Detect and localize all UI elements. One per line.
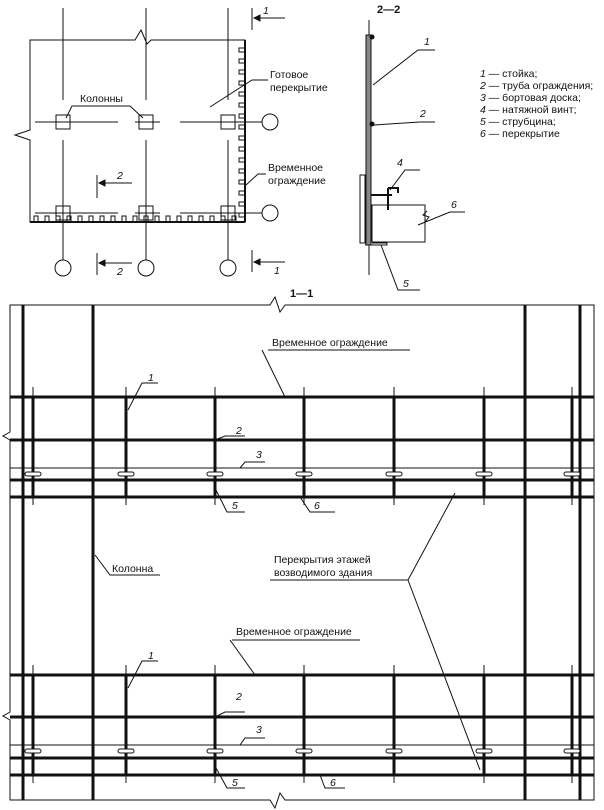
slabs-label: Перекрытия этажей	[274, 554, 371, 566]
legend-item: 6 — перекрытие	[480, 128, 560, 140]
clamp	[117, 471, 135, 477]
temp-fence-label: ограждение	[268, 175, 326, 187]
callout-3: 3	[256, 724, 262, 736]
clamp	[206, 748, 224, 754]
legend-item: 4 — натяжной винт;	[480, 104, 577, 116]
legend: 1 — стойка; 2 — труба ограждения; 3 — бо…	[479, 68, 593, 140]
callout-1: 1	[148, 650, 154, 662]
section-1-label: 1	[263, 5, 269, 17]
slabs-label: возводимого здания	[274, 567, 372, 579]
temp-fence-label: Временное ограждение	[236, 626, 352, 638]
clamp	[24, 748, 42, 754]
fence-post-plan	[187, 215, 193, 223]
fence-post-plan	[238, 179, 246, 185]
callout-5: 5	[232, 500, 238, 512]
clamp	[475, 748, 493, 754]
callout-4: 4	[397, 157, 403, 169]
legend-item: 5 — струбцина;	[480, 116, 556, 128]
fence-post-plan	[176, 215, 182, 223]
fence-post-plan	[238, 69, 246, 75]
callout-6: 6	[451, 199, 457, 211]
callout-2: 2	[235, 425, 242, 437]
fence-post-plan	[238, 201, 246, 207]
fence-post-plan	[198, 215, 204, 223]
fence-post-plan	[110, 215, 116, 223]
fence-post-plan	[238, 124, 246, 130]
clamp	[385, 748, 403, 754]
fence-post-plan	[99, 215, 105, 223]
fence-post-plan	[238, 157, 246, 163]
fence-post-plan	[77, 215, 83, 223]
callout-1: 1	[148, 372, 154, 384]
fence-posts-plan	[33, 47, 246, 223]
section-2-label: 2	[116, 170, 123, 182]
clamp	[206, 471, 224, 477]
fence-post-plan	[121, 215, 127, 223]
callout-6: 6	[330, 777, 336, 789]
ready-slab-label: перекрытие	[270, 82, 328, 94]
fence-post-plan	[238, 80, 246, 86]
clamp	[475, 471, 493, 477]
fence-post-plan	[44, 215, 50, 223]
fence-post-plan	[88, 215, 94, 223]
axis-markers	[54, 113, 279, 277]
ready-slab-label: Готовое	[270, 69, 308, 81]
section-1-1: 1—1 Временное ограждение Временное ограж…	[1, 288, 595, 810]
callout-2: 2	[235, 691, 242, 703]
clamp	[563, 748, 581, 754]
fence-post-plan	[238, 113, 246, 119]
section-2-label: 2	[116, 266, 123, 278]
clamp	[563, 471, 581, 477]
temp-fence-label: Временное ограждение	[272, 337, 388, 349]
slab-outline	[13, 28, 246, 223]
fence-post-plan	[238, 91, 246, 97]
clamp	[295, 748, 313, 754]
slab	[371, 204, 426, 243]
clamp	[117, 748, 135, 754]
fence-post-plan	[66, 215, 72, 223]
section-2-2: 2—2 1 2 4 6 5	[359, 4, 465, 291]
callout-2: 2	[419, 108, 426, 120]
fence-post-plan	[33, 215, 39, 223]
columns-label: Колонны	[80, 93, 123, 105]
fence-post-plan	[154, 215, 160, 223]
post	[365, 34, 372, 246]
callout-1: 1	[424, 36, 430, 48]
fence-post-plan	[238, 146, 246, 152]
legend-item: 2 — труба ограждения;	[479, 80, 593, 92]
legend-item: 3 — бортовая доска;	[480, 92, 581, 104]
section-1-label: 1	[274, 265, 280, 277]
section-markers	[96, 8, 285, 275]
legend-item: 1 — стойка;	[480, 68, 537, 80]
fence-post-plan	[231, 215, 237, 223]
clamp	[295, 471, 313, 477]
callout-6: 6	[314, 500, 320, 512]
callout-5: 5	[232, 777, 238, 789]
fence-post-plan	[238, 135, 246, 141]
clamp	[385, 471, 403, 477]
section-title: 1—1	[290, 288, 313, 300]
fence-post-plan	[238, 102, 246, 108]
callout-5: 5	[403, 278, 409, 290]
fence-post-plan	[238, 168, 246, 174]
fence-post-plan	[132, 215, 138, 223]
section-title: 2—2	[377, 4, 400, 16]
temp-fence-label: Временное	[268, 162, 323, 174]
fence-post-plan	[238, 190, 246, 196]
fence-post-plan	[209, 215, 215, 223]
clamp	[24, 471, 42, 477]
plan-view: 1 1 2 2 Колонны Готовое перекрытие Време…	[13, 5, 328, 278]
columns-plan	[55, 114, 236, 221]
board	[359, 174, 366, 244]
column-label: Колонна	[112, 563, 153, 575]
fence-post-plan	[238, 47, 246, 53]
fence-post-plan	[165, 215, 171, 223]
elevation	[10, 305, 594, 800]
fence-post-plan	[238, 58, 246, 64]
callout-3: 3	[256, 449, 262, 461]
